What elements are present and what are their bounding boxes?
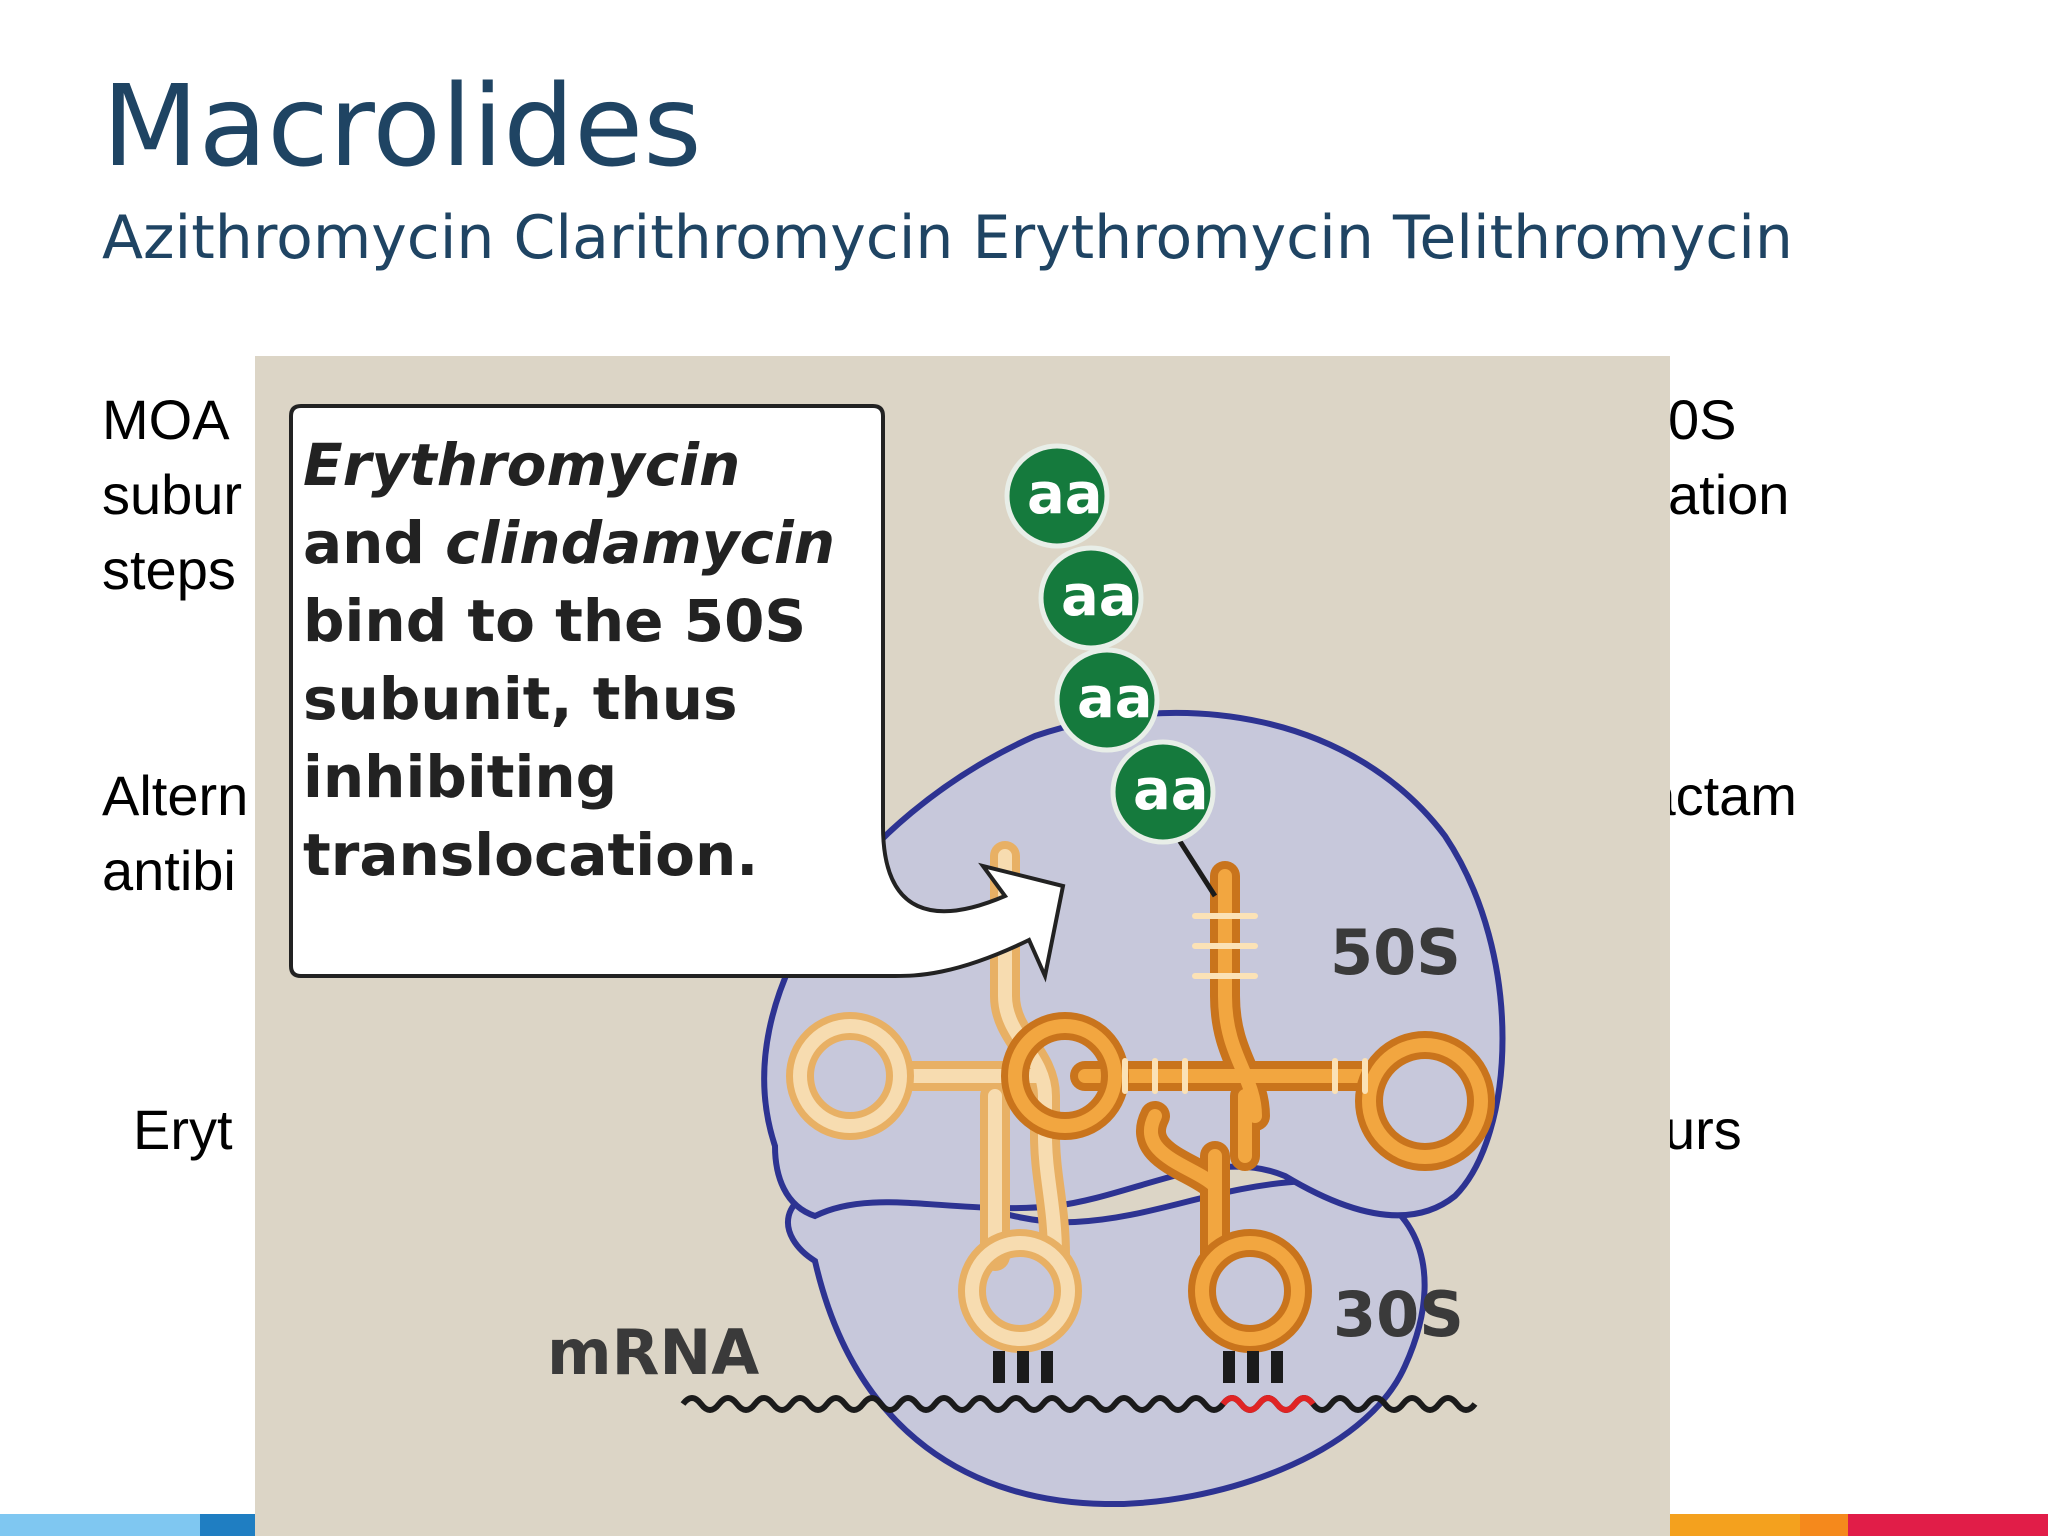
body-text-subunit: subur <box>102 463 243 526</box>
body-text-ation-fragment: ation <box>1668 463 1790 526</box>
amino-acid-2 <box>1038 545 1144 651</box>
amino-acid-chain <box>1004 443 1216 845</box>
callout-line-4: subunit, thus <box>303 665 738 733</box>
mrna-strand <box>680 1395 1478 1413</box>
body-text-antibiotic: antibi <box>102 839 236 902</box>
callout-line-5: inhibiting <box>303 743 618 811</box>
body-text-steps: steps <box>102 538 236 601</box>
label-50s: 50S <box>1330 916 1461 989</box>
label-mrna: mRNA <box>547 1316 760 1389</box>
callout-line-1: Erythromycin <box>303 431 741 499</box>
amino-acid-label-3: aa <box>1077 666 1153 731</box>
body-text-moa: MOA <box>102 388 230 451</box>
callout-box <box>289 404 1066 983</box>
ribosome-diagram <box>289 404 1506 1508</box>
amino-acid-1 <box>1004 443 1110 549</box>
slide-subtitle: Azithromycin Clarithromycin Erythromycin… <box>102 203 1793 273</box>
ribosome-figure: aa aa aa aa 50S 30S mRNA Erythromycin an… <box>255 356 1670 1536</box>
body-text-urs-fragment: urs <box>1664 1098 1742 1161</box>
callout-line-6: translocation. <box>303 821 759 889</box>
callout-text: Erythromycin and clindamycin bind to the… <box>303 426 883 894</box>
body-text-erythromycin: Eryt <box>133 1098 233 1161</box>
body-text-50s-fragment: 0S <box>1668 388 1737 451</box>
amino-acid-label-1: aa <box>1027 462 1103 527</box>
slide-title: Macrolides <box>102 62 702 192</box>
amino-acid-label-4: aa <box>1133 758 1209 823</box>
body-text-alternative: Altern <box>102 764 249 827</box>
amino-acid-3 <box>1054 647 1160 753</box>
ribosome-30s-subunit <box>785 1177 1428 1508</box>
amino-acid-4 <box>1110 739 1216 845</box>
label-30s: 30S <box>1333 1278 1464 1351</box>
codon-marks <box>993 1351 1283 1383</box>
callout-line-2-italic: clindamycin <box>445 509 836 577</box>
mrna-red-codon <box>1220 1395 1316 1413</box>
callout-line-2-plain: and <box>303 509 446 577</box>
callout-line-3: bind to the 50S <box>303 587 807 655</box>
trna-dark <box>1001 861 1495 1353</box>
amino-acid-label-2: aa <box>1061 564 1137 629</box>
